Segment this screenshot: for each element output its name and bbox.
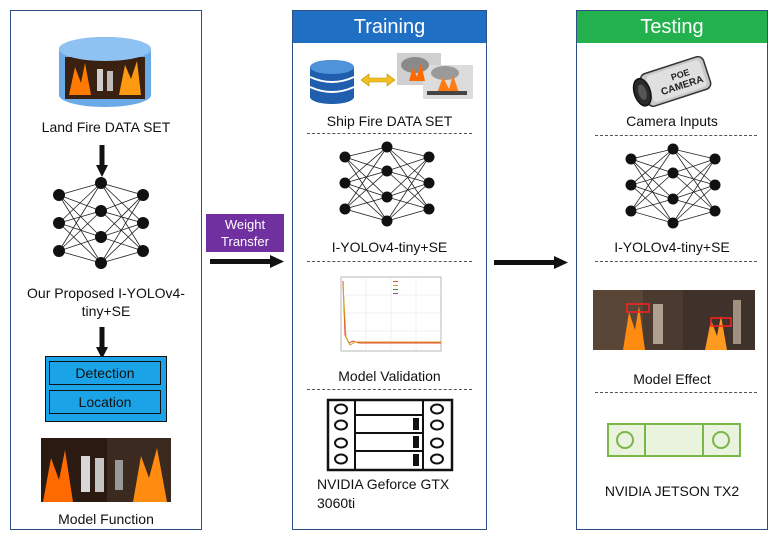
camera-inputs-label: Camera Inputs [626,113,718,129]
location-box: Location [49,390,161,414]
jetson-label: NVIDIA JETSON TX2 [604,483,740,499]
divider [595,135,757,136]
land-fire-database-icon [59,37,151,107]
double-arrow-icon [360,73,396,87]
weight-transfer-box: Weight Transfer [206,214,284,252]
land-fire-function-image [41,438,171,502]
gpu-label-line2: 3060ti [317,495,356,511]
loss-curve-thumbnail [329,271,445,361]
divider [595,392,757,393]
testing-panel: Testing POE CAMERA Camera Inputs I-YOLOv… [576,10,768,530]
neural-network-icon [625,143,721,229]
jetson-device-icon [607,423,741,457]
neural-network-icon [339,141,435,227]
training-header: Training [293,11,486,43]
left-panel: Land Fire DATA SET Our Proposed I-YOLOv4… [10,10,202,530]
down-arrow-icon [96,145,108,177]
right-arrow-icon [210,255,284,268]
model-validation-label: Model Validation [338,368,441,384]
camera-icon: POE CAMERA [632,55,712,107]
divider [595,261,757,262]
right-arrow-icon [494,256,568,269]
model-effect-label: Model Effect [633,371,711,387]
gpu-icon [326,398,454,472]
ship-fire-images [397,53,473,99]
proposed-model-label-line2: tiny+SE [81,303,131,319]
model-effect-image [593,290,755,350]
gpu-label-line1: NVIDIA Geforce GTX [317,476,450,492]
down-arrow-icon [96,327,108,359]
weight-transfer-label-line2: Transfer [221,234,269,249]
neural-network-icon [53,177,149,269]
ship-fire-dataset-label: Ship Fire DATA SET [326,113,453,129]
model-function-label: Model Function [58,511,154,527]
ship-fire-database-icon [309,60,355,104]
divider [307,389,472,390]
divider [307,133,472,134]
training-panel: Training Ship Fire DATA SET [292,10,487,530]
weight-transfer-label-line1: Weight [224,217,266,232]
land-fire-dataset-label: Land Fire DATA SET [41,119,171,135]
testing-model-label: I-YOLOv4-tiny+SE [614,239,730,255]
proposed-model-label-line1: Our Proposed I-YOLOv4- [27,285,185,301]
divider [307,261,472,262]
training-model-label: I-YOLOv4-tiny+SE [331,239,448,255]
detection-box: Detection [49,361,161,385]
testing-header: Testing [577,11,767,43]
